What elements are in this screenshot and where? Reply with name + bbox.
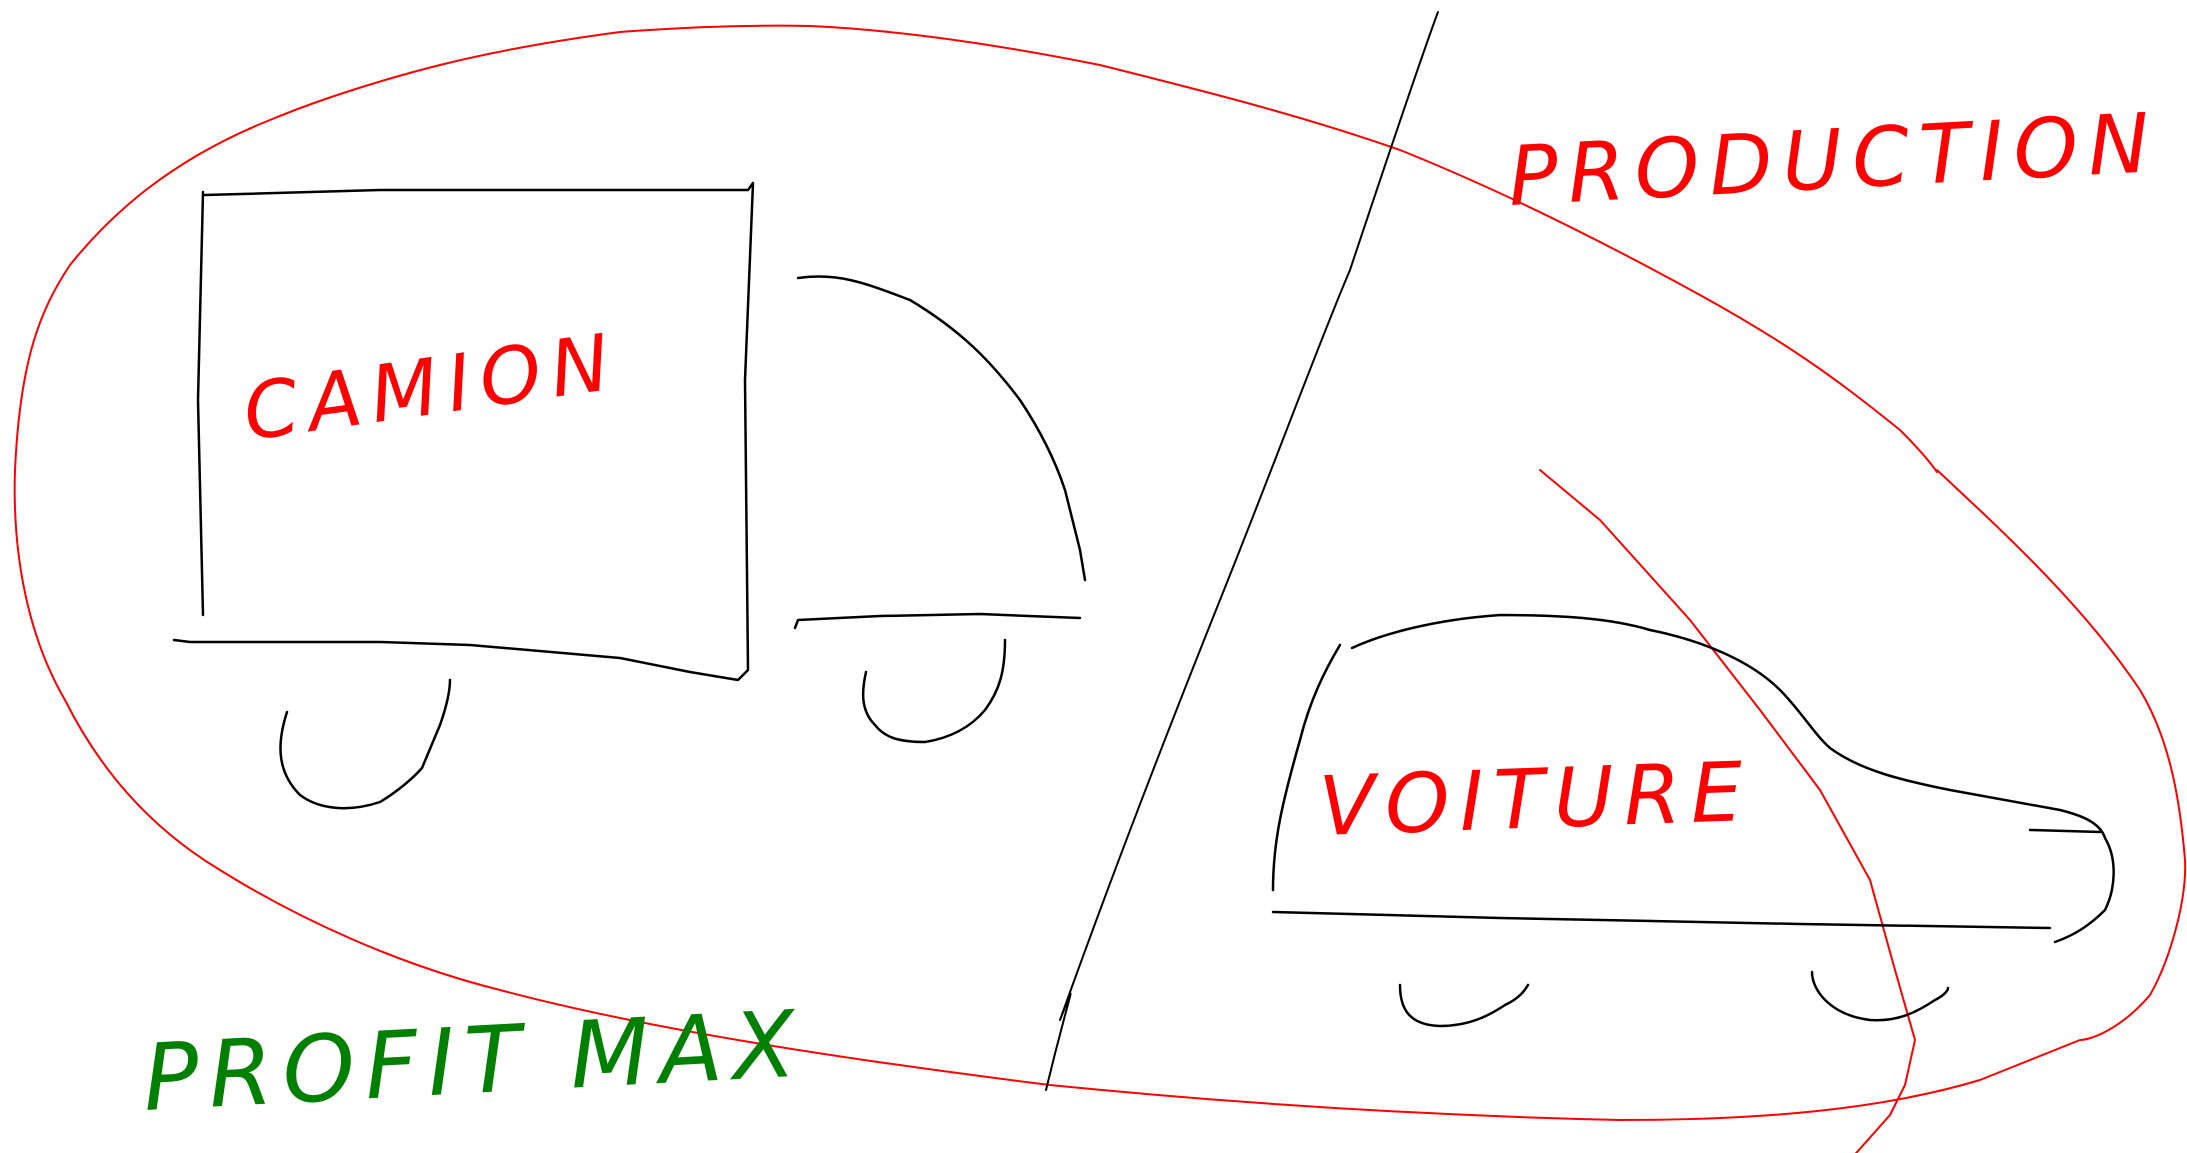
car-front-wheel [1812,972,1948,1020]
truck-cabin-floor [795,614,1080,628]
truck-drawing [174,183,1085,808]
car-hood [2030,830,2100,832]
car-underside [1273,912,2050,928]
production-label: PRODUCTION [1506,96,2162,225]
truck-front-wheel [863,640,1005,742]
car-label: VOITURE [1317,745,1754,855]
car-rear-wheel [1400,985,1528,1026]
profit-max-label: PROFIT MAX [141,990,808,1132]
truck-label: CAMION [238,317,625,459]
divider-line [1046,12,1438,1090]
truck-rear-wheel [280,680,450,808]
truck-cargo-box-left [198,192,203,615]
truck-cabin-roof [798,277,1085,580]
